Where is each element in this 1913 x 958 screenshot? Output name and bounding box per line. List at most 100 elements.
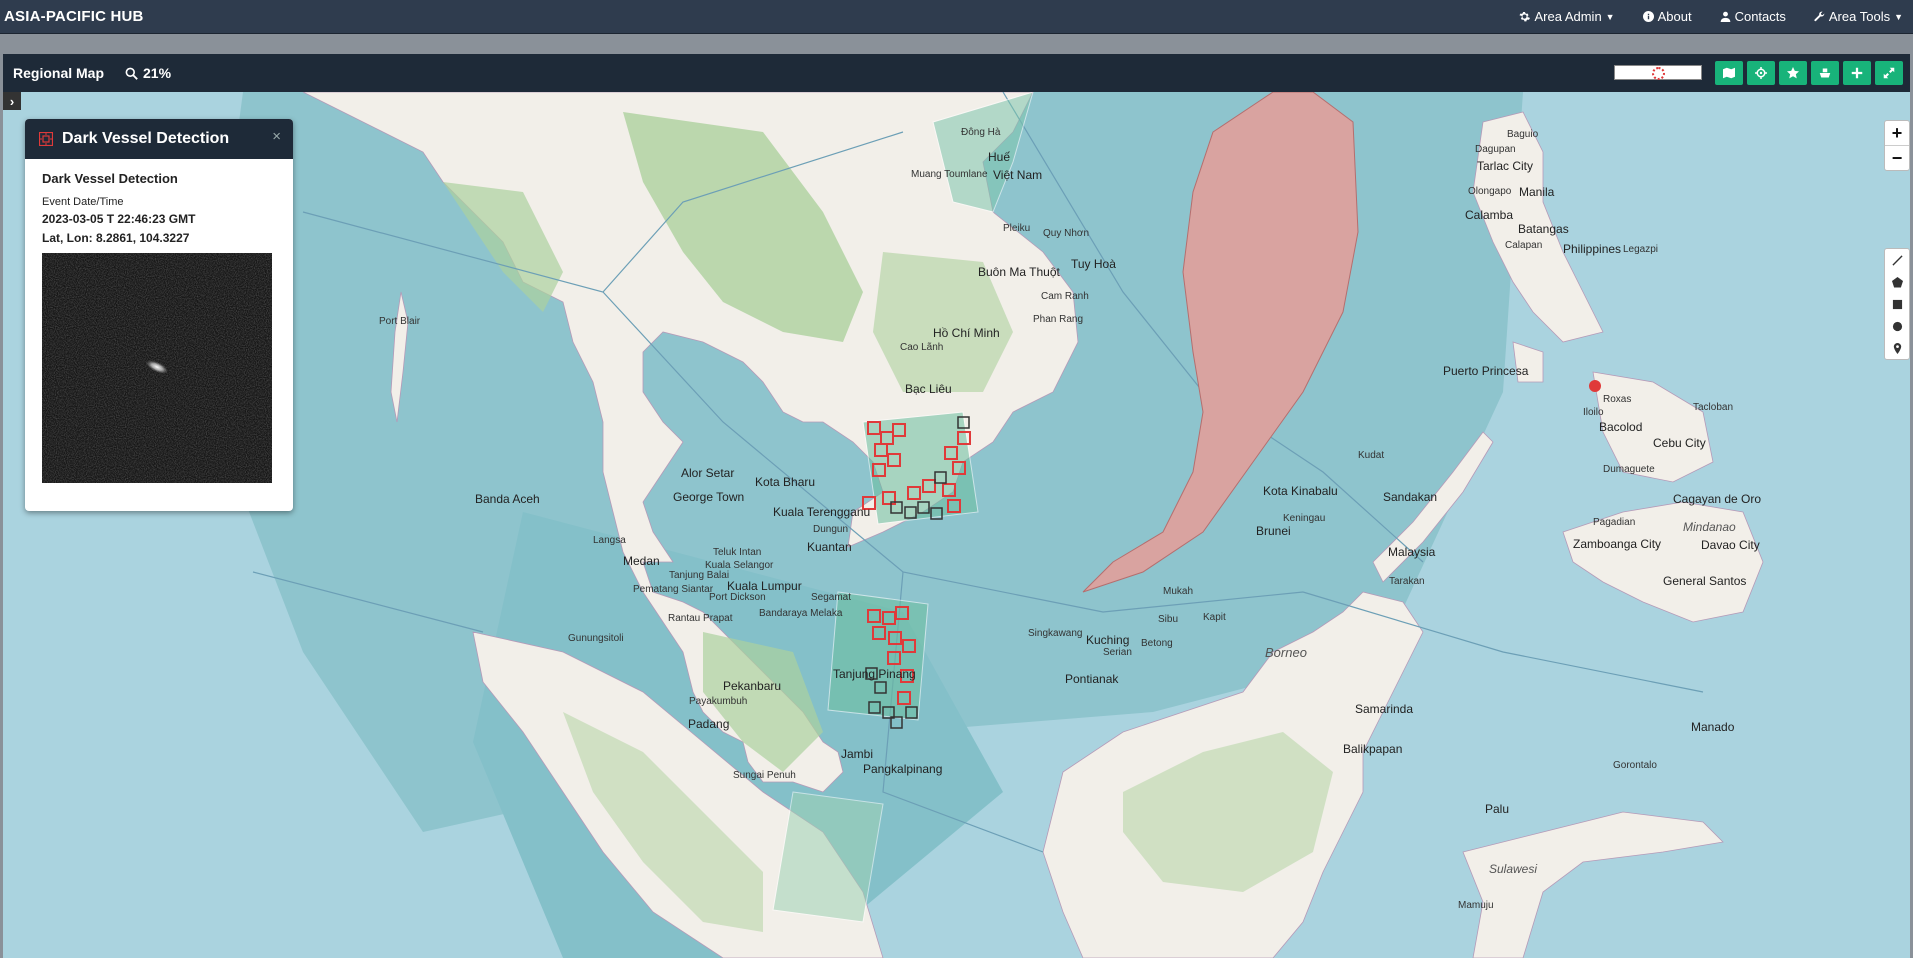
map-label: Baguio: [1507, 129, 1539, 140]
map-label: Puerto Princesa: [1443, 364, 1529, 378]
map-label: Gorontalo: [1613, 760, 1657, 771]
map-label: Bạc Liêu: [905, 382, 952, 396]
sidebar-toggle-button[interactable]: ›: [3, 92, 21, 110]
map-icon: [1723, 67, 1735, 79]
map-label: Sungai Penuh: [733, 770, 796, 781]
map-label: General Santos: [1663, 574, 1747, 588]
vessel-button[interactable]: [1811, 61, 1839, 85]
map-label: Langsa: [593, 535, 626, 546]
detection-marker-philippines[interactable]: [1589, 380, 1601, 392]
top-navbar: ASIA-PACIFIC HUB Area Admin▼ About Conta…: [0, 0, 1913, 34]
spinner-icon: [1652, 67, 1665, 80]
map-label: Hồ Chí Minh: [933, 326, 1000, 340]
caret-down-icon: ▼: [1605, 11, 1615, 22]
map-label: Segamat: [811, 592, 852, 603]
expand-button[interactable]: [1875, 61, 1903, 85]
target-icon: [39, 132, 53, 146]
map-pin-icon: [1893, 342, 1901, 354]
map-label: Serian: [1103, 647, 1132, 658]
map-label: Pontianak: [1065, 672, 1119, 686]
add-button[interactable]: [1843, 61, 1871, 85]
map-label: Đông Hà: [961, 127, 1001, 138]
nav-area-admin[interactable]: Area Admin▼: [1519, 9, 1615, 24]
map-label: Zamboanga City: [1573, 537, 1662, 551]
map-label: Samarinda: [1355, 702, 1414, 716]
map-label: Alor Setar: [681, 466, 735, 480]
favorites-button[interactable]: [1779, 61, 1807, 85]
expand-icon: [1883, 67, 1895, 79]
detections-cluster-vietnam[interactable]: [862, 421, 971, 513]
draw-line-button[interactable]: [1885, 249, 1909, 271]
spacer-bar: [0, 34, 1913, 54]
map-label: Bandaraya Melaka: [759, 608, 843, 619]
nav-area-tools-label: Area Tools: [1828, 9, 1891, 24]
map-label: Borneo: [1265, 645, 1307, 660]
draw-marker-button[interactable]: [1885, 337, 1909, 359]
map-label: Pekanbaru: [723, 679, 782, 693]
map-label: Port Blair: [379, 316, 421, 327]
nav-menu: Area Admin▼ About Contacts Area Tools▼: [1519, 9, 1903, 24]
detections-cluster-vietnam-dark[interactable]: [890, 416, 970, 520]
basemap: [3, 92, 1910, 958]
locate-button[interactable]: [1747, 61, 1775, 85]
map-toolbar: Regional Map 21%: [3, 54, 1910, 92]
sar-image: [42, 253, 272, 483]
popup-header: Dark Vessel Detection ×: [25, 119, 293, 159]
map-canvas[interactable]: Việt Nam Đông Hà Muang Toumlane Huế Plei…: [3, 92, 1910, 958]
map-label: Pematang Siantar: [633, 584, 714, 595]
forest-malaysia: [703, 632, 823, 772]
map-label: Buôn Ma Thuột: [978, 265, 1060, 279]
map-label: Muang Toumlane: [911, 169, 988, 180]
map-label: Sibu: [1158, 614, 1179, 625]
survey-footprint: [827, 591, 929, 721]
popup-close-button[interactable]: ×: [272, 128, 281, 145]
zoom-out-button[interactable]: −: [1885, 145, 1909, 170]
map-label: Padang: [688, 717, 730, 731]
map-label: Palu: [1485, 802, 1510, 816]
map-label: Jambi: [841, 747, 874, 761]
draw-polygon-button[interactable]: [1885, 271, 1909, 293]
event-datetime-value: 2023-03-05 T 22:46:23 GMT: [42, 212, 196, 226]
map-layers-button[interactable]: [1715, 61, 1743, 85]
forest-sumatra: [563, 712, 763, 932]
map-label: Sulawesi: [1489, 862, 1538, 876]
nav-contacts[interactable]: Contacts: [1720, 9, 1786, 24]
landmass-mindoro: [1512, 341, 1544, 383]
caret-down-icon: ▼: [1894, 11, 1903, 22]
map-label: Legazpi: [1623, 244, 1659, 255]
popup-body: Dark Vessel Detection Event Date/Time 20…: [25, 159, 293, 483]
app-brand[interactable]: ASIA-PACIFIC HUB: [4, 8, 144, 25]
map-label: Tarlac City: [1477, 159, 1534, 173]
vessel-return: [145, 360, 169, 374]
map-label: Mukah: [1163, 586, 1194, 597]
map-label: Manila: [1519, 185, 1555, 199]
map-label: Dagupan: [1475, 144, 1516, 155]
chevron-right-icon: ›: [9, 93, 15, 109]
map-label: Tacloban: [1693, 402, 1734, 413]
detections-cluster-malaysia-dark[interactable]: [865, 667, 918, 729]
sar-image-chip[interactable]: [42, 253, 272, 483]
wrench-icon: [1814, 11, 1825, 22]
map-label: Kuala Selangor: [705, 560, 774, 571]
map-label: Malaysia: [1388, 545, 1436, 559]
nav-about[interactable]: About: [1642, 9, 1692, 24]
map-label: Dumaguete: [1603, 464, 1655, 475]
nav-area-tools[interactable]: Area Tools▼: [1814, 9, 1903, 24]
map-label: Mamuju: [1458, 900, 1494, 911]
forest-borneo: [1123, 732, 1333, 892]
detections-cluster-malaysia[interactable]: [867, 606, 916, 705]
map-label: Kuantan: [807, 540, 852, 554]
draw-toolbar: [1884, 248, 1910, 360]
map-label: Iloilo: [1583, 407, 1604, 418]
map-label: Medan: [623, 554, 660, 568]
map-label: Kuala Terengganu: [773, 505, 871, 519]
map-label: Việt Nam: [993, 168, 1043, 182]
draw-circle-button[interactable]: [1885, 315, 1909, 337]
map-label: Batangas: [1518, 222, 1569, 236]
toolbar-buttons: [1715, 61, 1903, 85]
ship-icon: [1819, 68, 1831, 78]
map-label: Cagayan de Oro: [1673, 492, 1762, 506]
map-label: Balikpapan: [1343, 742, 1403, 756]
zoom-in-button[interactable]: +: [1891, 122, 1903, 143]
draw-rectangle-button[interactable]: [1885, 293, 1909, 315]
